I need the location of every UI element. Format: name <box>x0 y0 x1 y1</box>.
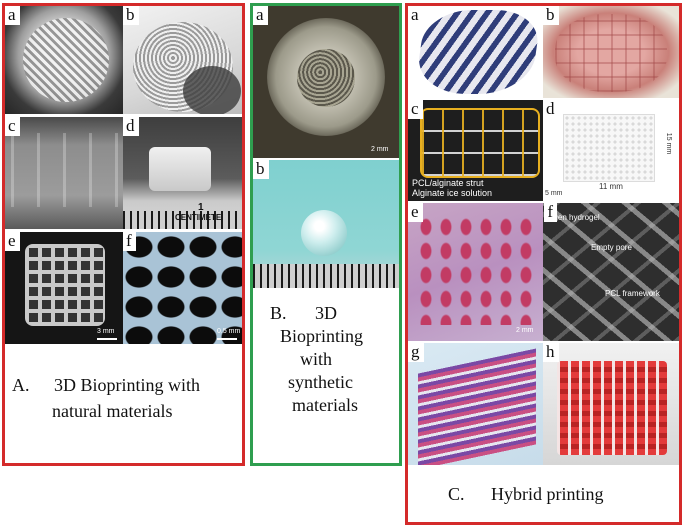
panel-c-image-f: agen hydrogel Empty pore PCL framework f <box>543 203 679 341</box>
panel-c-image-b-tissue <box>555 14 667 92</box>
panel-a-label-d: d <box>123 117 139 136</box>
panel-c-image-d-scaffold <box>563 114 655 182</box>
panel-a-image-f-holes <box>123 232 242 344</box>
panel-c-image-c-legend-2: Alginate ice solution <box>412 188 493 198</box>
panel-c-image-a-stripes <box>414 10 542 94</box>
panel-b-label-b: b <box>253 160 269 179</box>
panel-a-image-a-scaffold <box>23 18 109 102</box>
panel-b-image-a-core <box>297 49 355 107</box>
panel-c-image-e-pores <box>416 215 536 325</box>
panel-a-image-f-scale: 0.5 mm <box>217 328 241 340</box>
panel-c-label-e: e <box>408 203 423 222</box>
panel-b-image-a: 2 mm a <box>253 6 399 158</box>
panel-a-image-e-grid <box>25 244 105 326</box>
panel-a-image-d-sample <box>149 147 211 191</box>
panel-a-label-a: a <box>5 6 20 25</box>
panel-a-image-b: b <box>123 6 242 114</box>
panel-b-image-a-scale: 2 mm <box>371 146 389 153</box>
panel-a-label-e: e <box>5 232 20 251</box>
panel-c-label-d: d <box>543 100 559 119</box>
panel-c-image-f-annot-3: PCL framework <box>605 289 660 298</box>
panel-c-image-h: h <box>543 343 679 465</box>
panel-a-image-e-scale: 3 mm <box>97 328 121 340</box>
panel-a-label-c: c <box>5 117 20 136</box>
panel-c-label-b: b <box>543 6 559 25</box>
panel-c-label-f: f <box>544 203 557 222</box>
panel-c-label-c: c <box>408 100 423 119</box>
panel-c-image-c-grid <box>420 108 540 178</box>
panel-c-image-f-annot-1: agen hydrogel <box>549 213 600 222</box>
panel-c-image-e-scale: 2 mm <box>516 327 534 334</box>
panel-c-image-h-cube <box>557 361 667 455</box>
panel-c-image-f-structure <box>543 203 679 341</box>
panel-b-frame <box>250 3 402 466</box>
panel-a-image-f: 0.5 mm f <box>123 232 242 344</box>
panel-c-image-a: a <box>408 6 543 98</box>
panel-a-caption-line2: natural materials <box>52 401 173 421</box>
panel-b-caption-line3: with <box>300 349 333 369</box>
panel-c-image-g: g <box>408 343 543 465</box>
panel-a-caption-letter: A. <box>12 375 30 395</box>
panel-b-image-b-droplet <box>301 210 347 256</box>
panel-a-image-d: 1 CENTIMETE d <box>123 117 242 229</box>
panel-a-label-b: b <box>123 6 139 25</box>
panel-c-caption-text: Hybrid printing <box>491 484 604 504</box>
panel-c-caption: C. Hybrid printing <box>448 484 668 505</box>
panel-b-caption: B. 3D Bioprinting with synthetic materia… <box>262 302 398 417</box>
panel-c-image-c-legend: PCL/alginate strut Alginate ice solution <box>412 178 492 198</box>
panel-a-image-c-stripes <box>11 133 119 207</box>
panel-a-label-f: f <box>123 232 136 251</box>
panel-a-image-e: 3 mm e <box>5 232 123 344</box>
panel-c-image-g-stack <box>418 348 536 465</box>
panel-c-image-d-dim-h: 11 mm <box>599 182 623 191</box>
panel-a-caption: A. 3D Bioprinting with natural materials <box>12 372 242 424</box>
panel-c-image-c: PCL/alginate strut Alginate ice solution… <box>408 100 543 201</box>
panel-a-image-b-dark-core <box>183 66 241 114</box>
panel-b-caption-line4: synthetic <box>288 372 353 392</box>
panel-c-image-d-corner: 5 mm <box>545 190 563 197</box>
panel-a-caption-line1: A. 3D Bioprinting with <box>12 372 242 398</box>
panel-c-image-d: 15 mm 11 mm 5 mm d <box>543 100 679 201</box>
panel-a-image-d-ruler <box>123 211 242 229</box>
panel-a-image-c: c <box>5 117 123 229</box>
panel-c-caption-letter: C. <box>448 484 465 504</box>
panel-c-image-f-annot-2: Empty pore <box>591 243 632 252</box>
panel-c-image-d-dim-v: 15 mm <box>665 132 673 155</box>
panel-a-caption-text1: 3D Bioprinting with <box>54 375 201 395</box>
panel-c-image-b: b <box>543 6 679 98</box>
panel-c-label-g: g <box>408 343 424 362</box>
panel-b-caption-line2: Bioprinting <box>280 326 364 346</box>
panel-a-image-a: a <box>5 6 123 114</box>
panel-c-label-a: a <box>408 6 423 25</box>
panel-c-image-e: 2 mm e <box>408 203 543 341</box>
panel-c-image-c-legend-1: PCL/alginate strut <box>412 178 484 188</box>
panel-b-image-b: b <box>253 160 399 288</box>
panel-c-frame <box>405 3 682 525</box>
panel-b-caption-line5: materials <box>292 395 358 415</box>
panel-b-caption-line1: B. 3D <box>270 303 338 323</box>
panel-b-image-b-ruler <box>253 264 399 288</box>
panel-c-label-h: h <box>543 343 559 362</box>
panel-a-frame <box>2 3 245 466</box>
panel-b-label-a: a <box>253 6 268 25</box>
panel-a-image-d-ruler-text: CENTIMETE <box>175 213 222 222</box>
panel-a-image-d-ruler-digit: 1 <box>198 202 204 213</box>
